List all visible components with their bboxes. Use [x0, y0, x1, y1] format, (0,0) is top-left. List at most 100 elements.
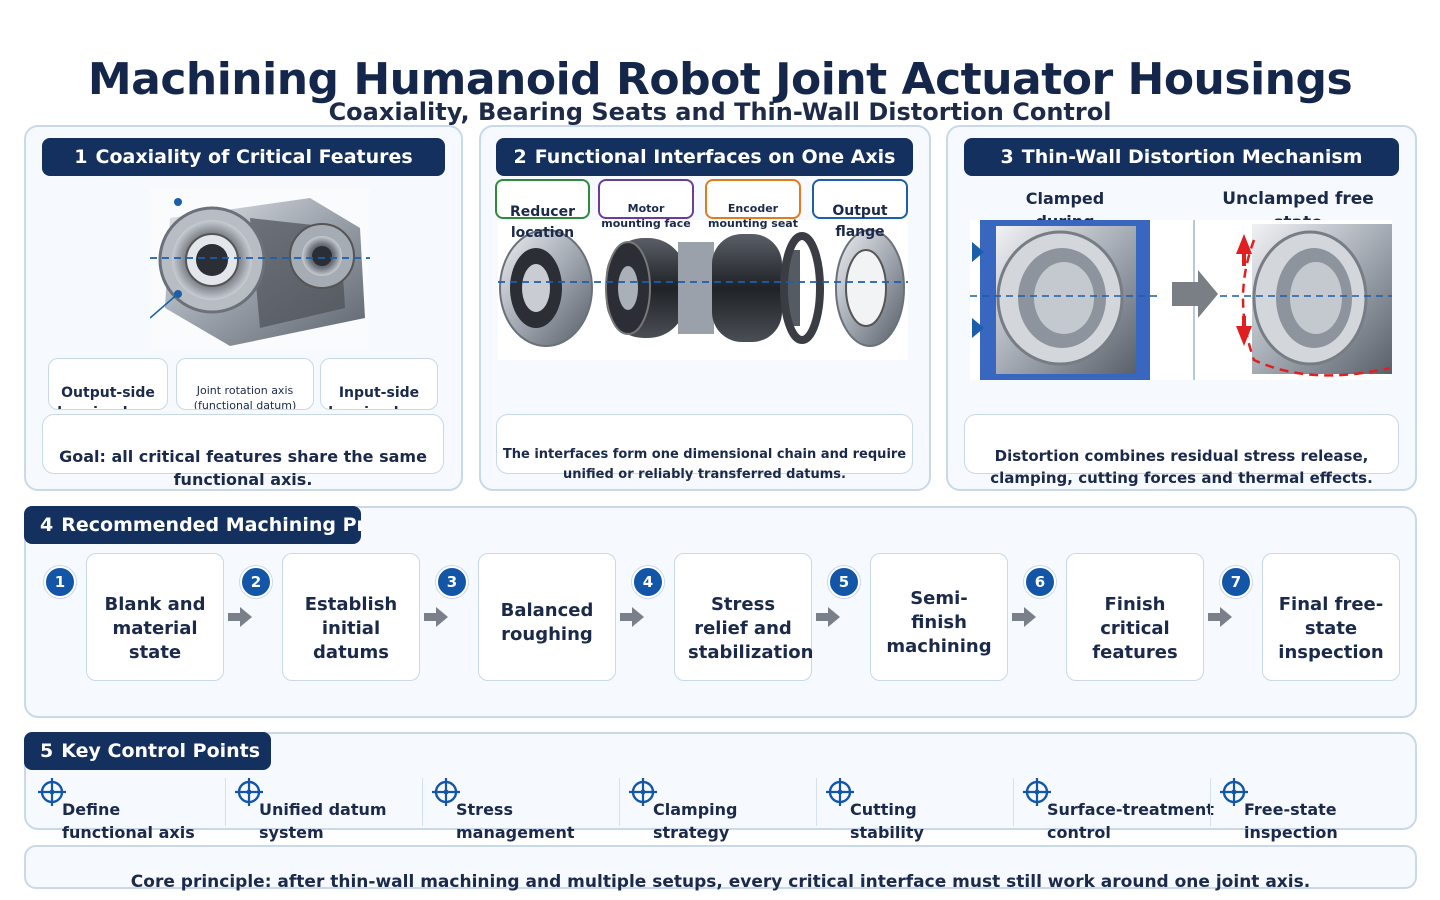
step-arrow-icon [228, 607, 252, 627]
control-point-label: Unified datum system [259, 798, 387, 844]
control-point-line2: functional axis [62, 823, 195, 842]
step-number-badge: 4 [632, 566, 664, 598]
process-step-label: Semi-finish machining [886, 588, 992, 657]
step-number-badge: 5 [828, 566, 860, 598]
control-point-line1: Stress [456, 800, 513, 819]
control-point-line2: system [259, 823, 324, 842]
control-point-item: Cutting stability [824, 776, 1014, 842]
step-number-badge: 7 [1220, 566, 1252, 598]
panel-interfaces-header: 2 Functional Interfaces on One Axis [496, 138, 913, 176]
process-step-card: Establish initial datums [282, 553, 420, 681]
page-subtitle: Coaxiality, Bearing Seats and Thin-Wall … [328, 98, 1112, 126]
control-point-line1: Clamping [653, 800, 738, 819]
control-point-label: Define functional axis [62, 798, 195, 844]
panel-number: 3 [1000, 146, 1014, 168]
control-point-item: Stress management [430, 776, 620, 842]
core-principle-text: Core principle: after thin-wall machinin… [130, 872, 1311, 892]
panel-process-header: 4 Recommended Machining Process [24, 506, 361, 544]
tag-output-flange: Output flange [812, 179, 908, 240]
panel-distortion-header: 3 Thin-Wall Distortion Mechanism [964, 138, 1399, 176]
panel-number: 4 [40, 514, 54, 536]
interfaces-note: The interfaces form one dimensional chai… [496, 414, 913, 482]
panel-heading: Functional Interfaces on One Axis [534, 146, 896, 168]
control-point-label: Clamping strategy [653, 798, 737, 844]
panel-number: 5 [40, 740, 54, 762]
process-step-label: Blank and material state [104, 594, 206, 663]
process-step-card: Final free-state inspection [1262, 553, 1400, 681]
step-arrow-icon [1012, 607, 1036, 627]
distortion-comparison-image [970, 220, 1392, 380]
step-arrow-icon [620, 607, 644, 627]
distortion-note: Distortion combines residual stress rele… [964, 414, 1399, 487]
crosshair-icon [38, 778, 66, 806]
process-step-label: Establish initial datums [304, 594, 398, 663]
panel-coaxiality-header: 1 Coaxiality of Critical Features [42, 138, 445, 176]
control-point-label: Stress management [456, 798, 575, 844]
distortion-note-text: Distortion combines residual stress rele… [990, 447, 1373, 487]
control-point-item: Clamping strategy [627, 776, 817, 842]
control-point-line2: stability [850, 823, 924, 842]
control-point-line2: strategy [653, 823, 730, 842]
core-principle-banner: Core principle: after thin-wall machinin… [24, 845, 1417, 892]
goal-text: Goal: all critical features share the sa… [59, 447, 427, 489]
process-step-label: Final free-state inspection [1278, 594, 1384, 663]
process-step-card: Stress relief and stabilization [674, 553, 814, 681]
step-arrow-icon [1208, 607, 1232, 627]
coaxiality-goal-note: Goal: all critical features share the sa… [42, 414, 444, 489]
control-point-divider [1013, 778, 1014, 826]
control-point-line1: Free-state [1244, 800, 1337, 819]
tag-encoder-mounting-seat: Encoder mounting seat [705, 179, 801, 230]
control-point-item: Unified datum system [233, 776, 423, 842]
crosshair-icon [629, 778, 657, 806]
control-point-item: Define functional axis [36, 776, 226, 842]
control-point-divider [422, 778, 423, 826]
control-point-line1: Define [62, 800, 121, 819]
control-point-line1: Unified datum [259, 800, 387, 819]
tag-motor-mounting-face: Motor mounting face [598, 179, 694, 230]
control-point-line2: control [1047, 823, 1111, 842]
panel-number: 1 [74, 146, 88, 168]
control-point-item: Surface-treatment control [1021, 776, 1214, 842]
page-title: Machining Humanoid Robot Joint Actuator … [87, 54, 1353, 105]
housing-cutaway-image [150, 188, 370, 350]
panel-heading: Thin-Wall Distortion Mechanism [1021, 146, 1363, 168]
control-point-line2: management [456, 823, 575, 842]
panel-heading: Key Control Points [61, 740, 261, 762]
label-clamped: Clamped during machining [1025, 189, 1105, 221]
step-number-badge: 3 [436, 566, 468, 598]
label-output-bearing-bore: Output-side bearing bore [48, 358, 168, 410]
process-step-label: Balanced roughing [500, 600, 594, 645]
step-arrow-icon [816, 607, 840, 627]
process-step-label: Stress relief and stabilization [688, 594, 814, 663]
process-step-card: Semi-finish machining [870, 553, 1008, 681]
control-point-item: Free-state inspection [1218, 776, 1408, 842]
panel-heading: Coaxiality of Critical Features [95, 146, 413, 168]
interfaces-note-text: The interfaces form one dimensional chai… [502, 447, 907, 482]
crosshair-icon [235, 778, 263, 806]
panel-number: 2 [513, 146, 527, 168]
process-step-card: Blank and material state [86, 553, 224, 681]
control-point-line1: Cutting [850, 800, 917, 819]
control-point-divider [1210, 778, 1211, 826]
step-number-badge: 6 [1024, 566, 1056, 598]
panel-control-header: 5 Key Control Points [24, 732, 271, 770]
crosshair-icon [1220, 778, 1248, 806]
step-arrow-icon [424, 607, 448, 627]
step-number-badge: 1 [44, 566, 76, 598]
crosshair-icon [1023, 778, 1051, 806]
control-point-divider [619, 778, 620, 826]
label-joint-rotation-axis: Joint rotation axis (functional datum) [176, 358, 314, 410]
control-point-label: Free-state inspection [1244, 798, 1338, 844]
panel-heading: Recommended Machining Process [61, 514, 361, 536]
control-point-divider [816, 778, 817, 826]
control-point-line2: inspection [1244, 823, 1338, 842]
control-point-line1: Surface-treatment [1047, 800, 1214, 819]
crosshair-icon [826, 778, 854, 806]
label-input-bearing-bore: Input-side bearing bore [320, 358, 438, 410]
process-step-card: Balanced roughing [478, 553, 616, 681]
control-point-divider [225, 778, 226, 826]
process-step-card: Finish critical features [1066, 553, 1204, 681]
crosshair-icon [432, 778, 460, 806]
tag-reducer-location: Reducer location [495, 179, 590, 241]
step-number-badge: 2 [240, 566, 272, 598]
